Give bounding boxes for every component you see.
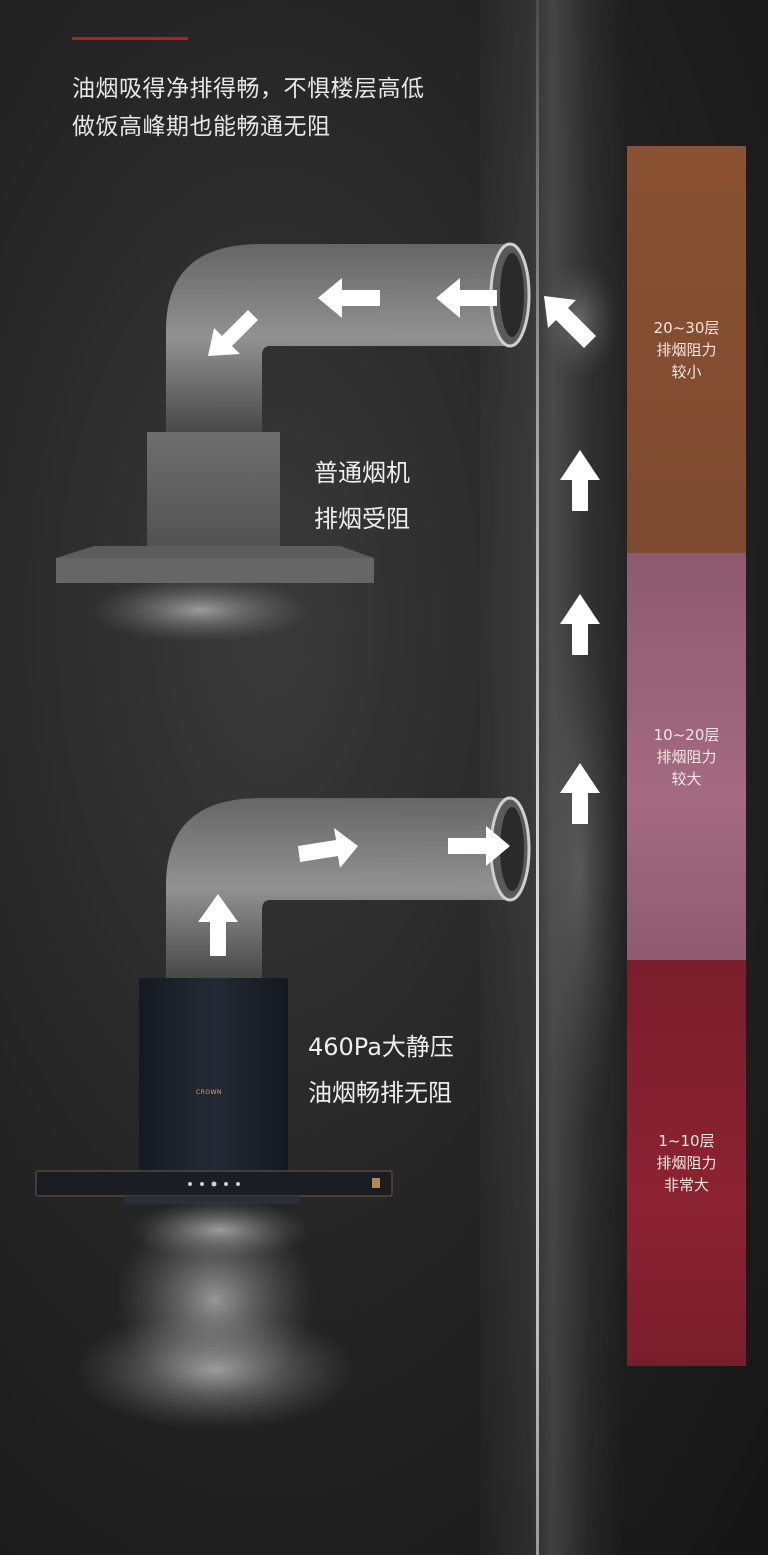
arrow-up-icon: [198, 894, 238, 956]
product-duct: [166, 796, 531, 978]
arrow-right-icon: [448, 826, 510, 866]
floor-desc: 排烟阻力: [656, 747, 717, 766]
arrow-left-icon: [436, 278, 497, 318]
ordinary-hood-label-line-2: 排烟受阻: [314, 505, 410, 533]
floor-range: 10~20层: [653, 725, 720, 744]
ordinary-hood-label-line-1: 普通烟机: [314, 459, 410, 487]
headline: 油烟吸得净排得畅，不惧楼层高低 做饭高峰期也能畅通无阻: [72, 70, 425, 146]
shaft-edge: [536, 0, 539, 1555]
headline-line-2: 做饭高峰期也能畅通无阻: [72, 114, 331, 140]
floor-band-high: 20~30层 排烟阻力 较小: [627, 146, 746, 553]
floor-desc: 排烟阻力: [656, 340, 717, 359]
arrow-right-icon: [298, 828, 358, 868]
brand-logo: CROWN: [196, 1089, 223, 1096]
arrow-up-icon: [560, 450, 600, 511]
floor-range: 20~30层: [653, 318, 720, 337]
arrow-left-icon: [318, 278, 380, 318]
floor-band-low: 1~10层 排烟阻力 非常大: [627, 960, 746, 1366]
floor-range: 1~10层: [658, 1132, 715, 1150]
floor-level: 较大: [671, 769, 702, 788]
floor-level: 非常大: [663, 1176, 709, 1194]
headline-line-1: 油烟吸得净排得畅，不惧楼层高低: [72, 76, 425, 102]
arrow-up-icon: [560, 763, 600, 824]
ordinary-duct: [166, 242, 531, 432]
product-hood-label-line-1: 460Pa大静压: [308, 1033, 454, 1061]
product-hood-label-line-2: 油烟畅排无阻: [308, 1079, 452, 1107]
floor-desc: 排烟阻力: [656, 1154, 717, 1172]
product-hood: [35, 978, 393, 1430]
ordinary-hood-label: 普通烟机 排烟受阻: [314, 450, 410, 542]
floor-band-mid: 10~20层 排烟阻力 较大: [627, 553, 746, 960]
arrow-up-left-icon: [544, 296, 596, 348]
arrow-up-icon: [560, 594, 600, 655]
ordinary-hood: [56, 432, 374, 642]
arrow-down-left-icon: [208, 310, 258, 356]
floor-level: 较小: [671, 362, 702, 381]
accent-line: [72, 37, 188, 40]
product-hood-label: 460Pa大静压 油烟畅排无阻: [308, 1024, 454, 1116]
